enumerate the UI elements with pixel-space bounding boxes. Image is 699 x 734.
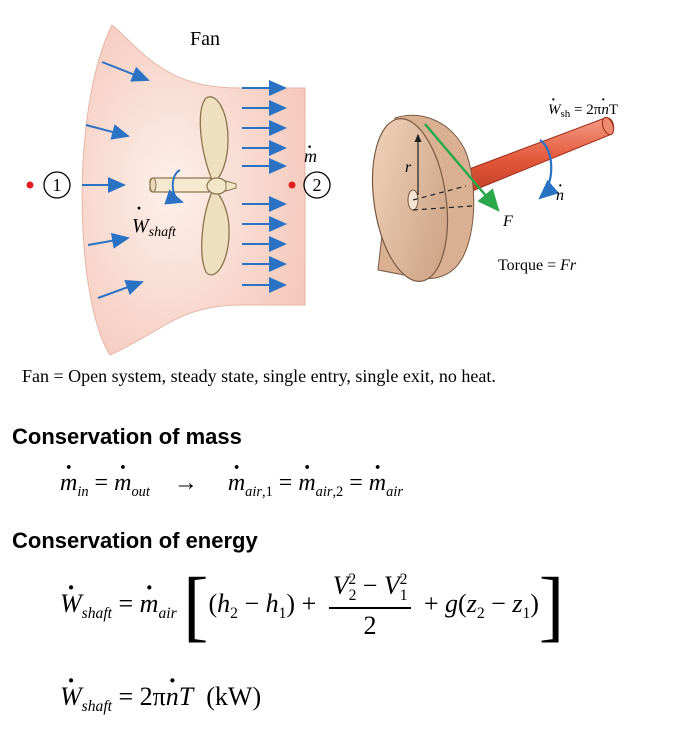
- svg-text:·: ·: [136, 198, 142, 218]
- fan-and-shaft-diagram: Fan Wshaft · 1 2 m: [26, 24, 618, 356]
- fan-title: Fan: [190, 28, 220, 50]
- state-2-dot: [288, 181, 296, 189]
- state-1-label: 1: [53, 175, 62, 195]
- fan-rotor: [149, 96, 237, 276]
- shaft-power-label: Wsh = 2πnT: [548, 102, 618, 120]
- svg-text:·: ·: [558, 179, 563, 194]
- rotation-n-label: n: [556, 187, 564, 204]
- fan-blade-bottom: [201, 189, 230, 276]
- mass-heading: Conservation of mass: [12, 424, 242, 449]
- radius-label: r: [405, 159, 412, 176]
- inlet-flow-arrows: [82, 61, 150, 299]
- fan-blade-top: [199, 96, 229, 183]
- mass-flow-label: m: [304, 146, 317, 166]
- mass-equation: min = mout → mair,1 = mair,2 = mair: [60, 470, 403, 501]
- energy-heading: Conservation of energy: [12, 528, 258, 553]
- svg-text:·: ·: [601, 93, 606, 108]
- power-equation: Wshaft = 2πnT (kW): [60, 682, 261, 716]
- torque-label: Torque = Fr: [498, 257, 577, 274]
- state-1-dot: [26, 181, 34, 189]
- svg-text:·: ·: [307, 139, 312, 156]
- state-1-marker: [43, 171, 71, 199]
- svg-text:·: ·: [551, 93, 556, 108]
- fan-caption: Fan = Open system, steady state, single …: [22, 366, 496, 386]
- force-arrow: [424, 123, 500, 212]
- outlet-flow-arrows: [242, 80, 287, 293]
- force-label: F: [502, 213, 513, 230]
- torque-disc-diagram: [371, 114, 615, 282]
- state-2-label: 2: [313, 175, 322, 195]
- state-2-marker: [303, 171, 331, 199]
